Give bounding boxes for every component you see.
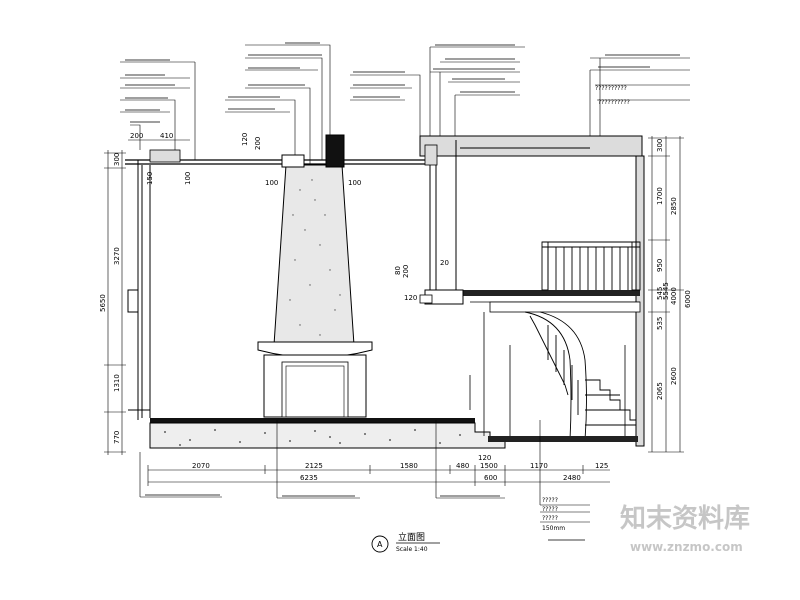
mezzanine-ceiling (489, 301, 641, 313)
stair-dim-200: 200 (402, 265, 410, 278)
note-top-right-1: ?????????? (595, 85, 627, 92)
note-bottom-2: ????? (542, 506, 558, 513)
mezzanine-slab (460, 290, 640, 296)
fireplace-inner (285, 365, 345, 418)
top-dim-120: 120 (241, 133, 249, 146)
left-dim-300: 300 (113, 153, 121, 166)
chimney-cap-left (281, 154, 305, 168)
floor-slab (149, 422, 506, 449)
bottom-dim-600: 600 (484, 474, 497, 482)
right-dim-950: 950 (656, 259, 664, 272)
floor-finish (150, 418, 475, 423)
right-beam-hatch (424, 144, 438, 166)
left-dimensions (104, 150, 126, 455)
note-bottom-3: ????? (542, 515, 558, 522)
fireplace-opening (281, 361, 349, 418)
top-dim-410: 410 (160, 132, 173, 140)
watermark-url: www.znzmo.com (630, 540, 743, 554)
right-dim-2065: 2065 (656, 382, 664, 400)
top-dimension-strip: 200 410 120 200 (128, 132, 262, 150)
note-bottom-4: 150mm (542, 525, 565, 532)
bottom-dim-125: 125 (595, 462, 608, 470)
right-dim-6000: 6000 (684, 290, 692, 308)
inner-dim-100c: 100 (184, 172, 192, 185)
bottom-dim-6235: 6235 (300, 474, 318, 482)
right-dim-1700: 1700 (656, 187, 664, 205)
callout-group-bottom (139, 420, 590, 523)
top-dim-200b: 200 (254, 137, 262, 150)
stair-dim-120: 120 (404, 294, 417, 302)
note-bottom-1: ????? (542, 497, 558, 504)
stair-dim-80: 80 (394, 266, 402, 275)
right-dim-4000: 4000 (670, 287, 678, 305)
bottom-dim-120: 120 (478, 454, 491, 462)
top-dim-200: 200 (130, 132, 143, 140)
spiral-stair (524, 311, 636, 441)
section-marker-circle (371, 535, 389, 553)
bottom-dim-1580: 1580 (400, 462, 418, 470)
watermark: 知末资料库 www.znzmo.com (620, 504, 750, 554)
bottom-dim-2480: 2480 (563, 474, 581, 482)
right-dim-545: 545 (656, 287, 664, 300)
chimney-cap-dark (325, 134, 345, 168)
lower-wall-lines (469, 312, 626, 436)
callout-text-strokes (125, 42, 680, 123)
right-dim-2600: 2600 (670, 367, 678, 385)
note-top-right-2: ?????????? (598, 99, 630, 106)
bottom-dim-480: 480 (456, 462, 469, 470)
bottom-dim-2125: 2125 (305, 462, 323, 470)
stair-dim-20: 20 (440, 259, 449, 267)
inner-dim-100b: 100 (348, 179, 361, 187)
right-dim-2850: 2850 (670, 197, 678, 215)
right-dimensions (648, 136, 684, 453)
fireplace-chimney (273, 164, 355, 346)
right-dim-5545: 5545 (662, 282, 670, 300)
bottom-dim-2070: 2070 (192, 462, 210, 470)
bottom-dim-1170: 1170 (530, 462, 548, 470)
left-dim-5650: 5650 (99, 294, 107, 312)
drawing-title: 立面图 (398, 531, 425, 543)
right-dim-535: 535 (656, 317, 664, 330)
slab-aggregate (164, 429, 461, 446)
inner-dim-100a: 100 (265, 179, 278, 187)
left-dim-1310: 1310 (113, 374, 121, 392)
right-dim-300: 300 (656, 139, 664, 152)
bottom-dimensions (147, 465, 610, 486)
watermark-name: 知末资料库 (620, 504, 750, 534)
left-dim-770: 770 (113, 431, 121, 444)
drawing-scale: Scale 1:40 (396, 546, 428, 553)
bottom-dim-1500: 1500 (480, 462, 498, 470)
left-wall (127, 160, 151, 420)
right-room (419, 135, 645, 447)
mezzanine-nose (419, 294, 433, 304)
chimney-stipple (289, 179, 341, 336)
callout-group-top (120, 44, 690, 230)
bottom-callout-text-strokes (145, 494, 585, 541)
inner-dim-150: 150 (146, 172, 154, 185)
left-dim-3270: 3270 (113, 247, 121, 265)
stair-landing (488, 436, 638, 442)
upper-balustrade (541, 241, 641, 291)
left-beam-hatch (149, 149, 181, 163)
section-marker-letter: A (377, 540, 383, 549)
